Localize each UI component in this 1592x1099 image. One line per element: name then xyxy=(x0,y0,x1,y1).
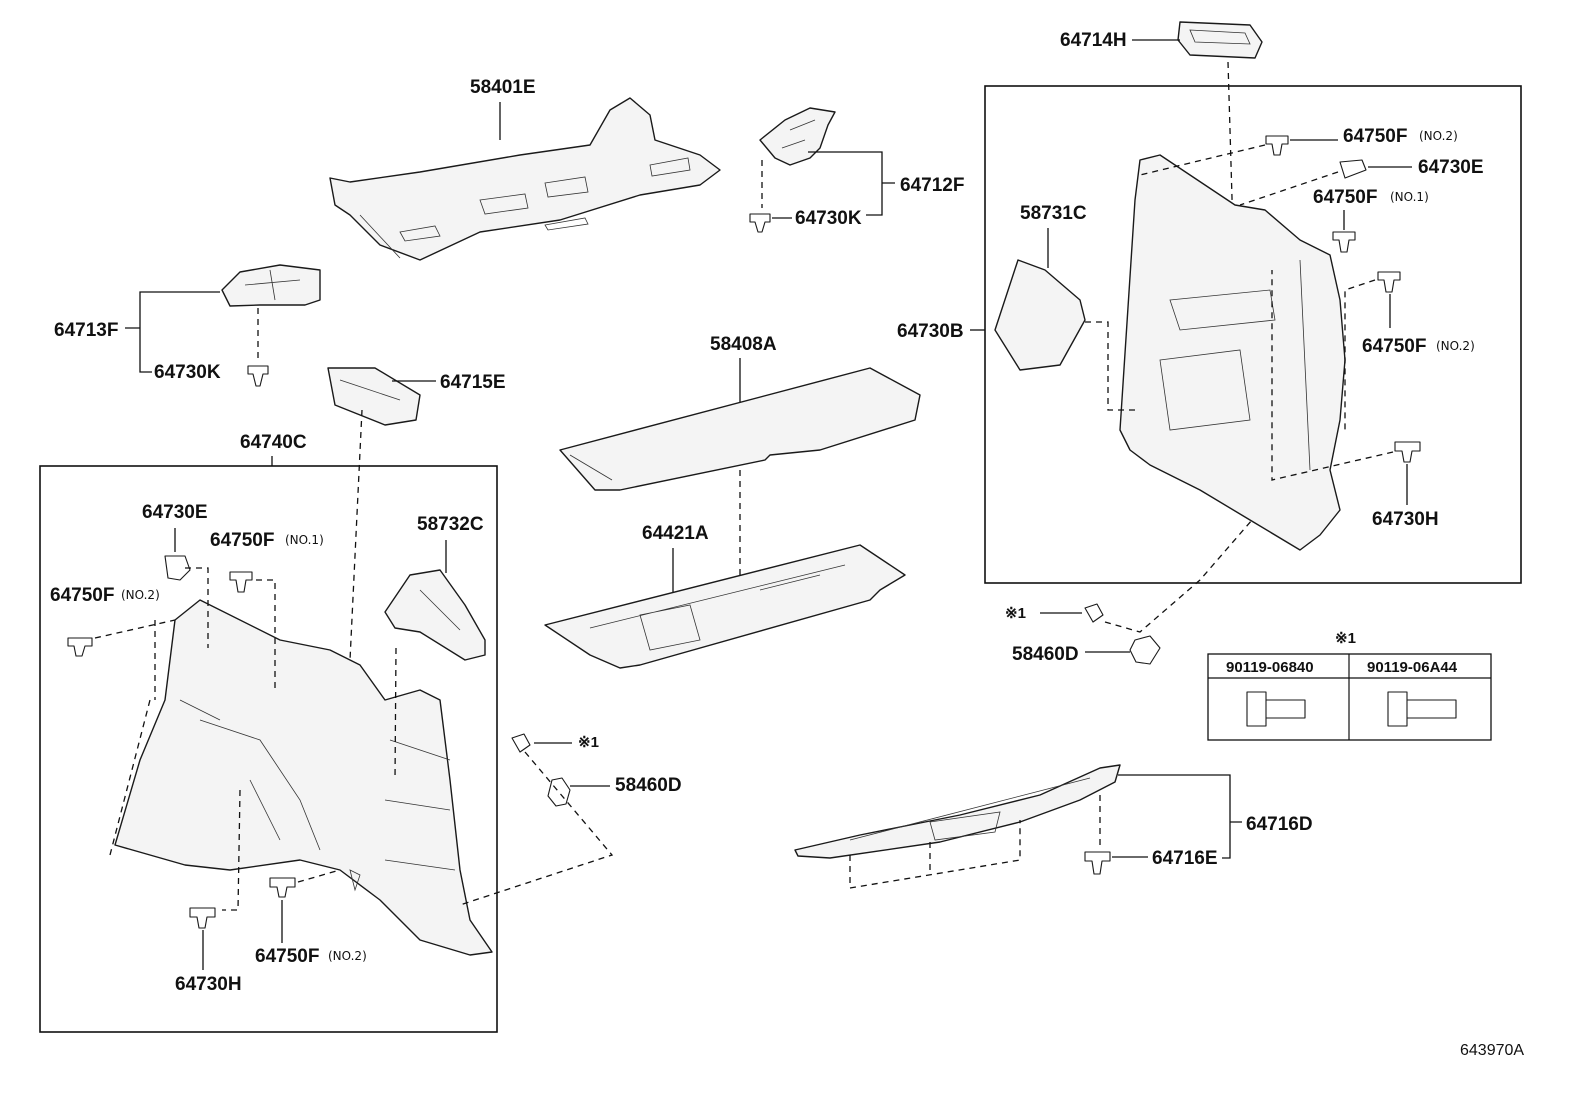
part-64740C-panel xyxy=(114,599,493,956)
part-64713F-shape xyxy=(221,264,321,307)
label-64740C: 64740C xyxy=(240,432,307,453)
bolt-col1: 90119-06840 xyxy=(1226,659,1314,676)
clip-64750F-no1-right xyxy=(1332,231,1356,253)
clip-64730E-left xyxy=(164,555,191,581)
label-58408A: 58408A xyxy=(710,334,777,355)
part-64714H-shape xyxy=(1177,21,1263,59)
figure-id: 643970A xyxy=(1460,1042,1524,1059)
part-58731C-shape xyxy=(994,259,1086,371)
label-64750F-no2-left: 64750F xyxy=(50,585,114,606)
label-64750F-no2-r2: 64750F xyxy=(1362,336,1426,357)
part-64421A-shape xyxy=(544,544,906,669)
note-no2-left: (NO.2) xyxy=(121,588,160,602)
label-64750F-no2-bottom: 64750F xyxy=(255,946,319,967)
bolt-mark1-mid xyxy=(511,733,531,753)
label-58732C: 58732C xyxy=(417,514,484,535)
note-no2-r2: (NO.2) xyxy=(1436,339,1475,353)
clip-64730K-top xyxy=(749,213,771,233)
label-64730E-left: 64730E xyxy=(142,502,208,523)
label-64715E: 64715E xyxy=(440,372,506,393)
label-64716D: 64716D xyxy=(1246,814,1313,835)
bolt-table-header: ※1 xyxy=(1335,630,1356,647)
bolt-col2: 90119-06A44 xyxy=(1367,659,1458,676)
part-64712F-shape xyxy=(759,107,836,166)
clip-64750F-no2-r1 xyxy=(1265,135,1289,156)
clip-64730H-left xyxy=(189,907,216,929)
clip-64750F-no2-r2 xyxy=(1377,271,1401,293)
mark1-mid: ※1 xyxy=(578,734,599,751)
bolt-mark1-right xyxy=(1084,603,1104,623)
label-58460D-mid: 58460D xyxy=(615,775,682,796)
label-64730E-right: 64730E xyxy=(1418,157,1484,178)
part-64730B-panel xyxy=(1119,154,1346,551)
note-no2-r1: (NO.2) xyxy=(1419,129,1458,143)
clip-64730H-right xyxy=(1394,441,1421,463)
label-64730K-top: 64730K xyxy=(795,208,862,229)
clip-64750F-no2-bottom xyxy=(269,877,296,898)
part-58408A-shape xyxy=(559,367,921,491)
label-64730H-left: 64730H xyxy=(175,974,242,995)
label-64714H: 64714H xyxy=(1060,30,1127,51)
clip-64716E xyxy=(1084,851,1111,875)
label-64750F-no2-r1: 64750F xyxy=(1343,126,1407,147)
bolt-table: ※1 90119-06840 90119-06A44 xyxy=(1207,630,1492,741)
label-64730H-right: 64730H xyxy=(1372,509,1439,530)
label-64730K-left: 64730K xyxy=(154,362,221,383)
note-no1-left: (NO.1) xyxy=(285,533,324,547)
note-no2-bottom: (NO.2) xyxy=(328,949,367,963)
clip-64730E-right xyxy=(1339,159,1367,179)
label-64750F-no1-left: 64750F xyxy=(210,530,274,551)
label-64713F: 64713F xyxy=(54,320,118,341)
label-58401E: 58401E xyxy=(470,77,536,98)
frame-64740C xyxy=(39,465,498,1033)
label-64421A: 64421A xyxy=(642,523,709,544)
label-58731C: 58731C xyxy=(1020,203,1087,224)
part-58401E-shape xyxy=(329,97,721,261)
clip-64750F-no2-left xyxy=(67,637,93,657)
clip-64750F-no1-left xyxy=(229,571,253,593)
part-64716D-shape xyxy=(794,764,1121,859)
part-58732C-shape xyxy=(384,569,486,661)
note-no1-right: (NO.1) xyxy=(1390,190,1429,204)
frame-64730B xyxy=(984,85,1522,584)
part-58460D-mid-shape xyxy=(547,777,571,807)
part-58460D-right-shape xyxy=(1129,635,1161,665)
part-64715E-shape xyxy=(327,367,421,426)
label-64730B: 64730B xyxy=(897,321,964,342)
label-64750F-no1-right: 64750F xyxy=(1313,187,1377,208)
mark1-right: ※1 xyxy=(1005,605,1026,622)
label-58460D-right: 58460D xyxy=(1012,644,1079,665)
label-64716E: 64716E xyxy=(1152,848,1218,869)
label-64712F: 64712F xyxy=(900,175,964,196)
clip-64730K-left xyxy=(247,365,269,387)
